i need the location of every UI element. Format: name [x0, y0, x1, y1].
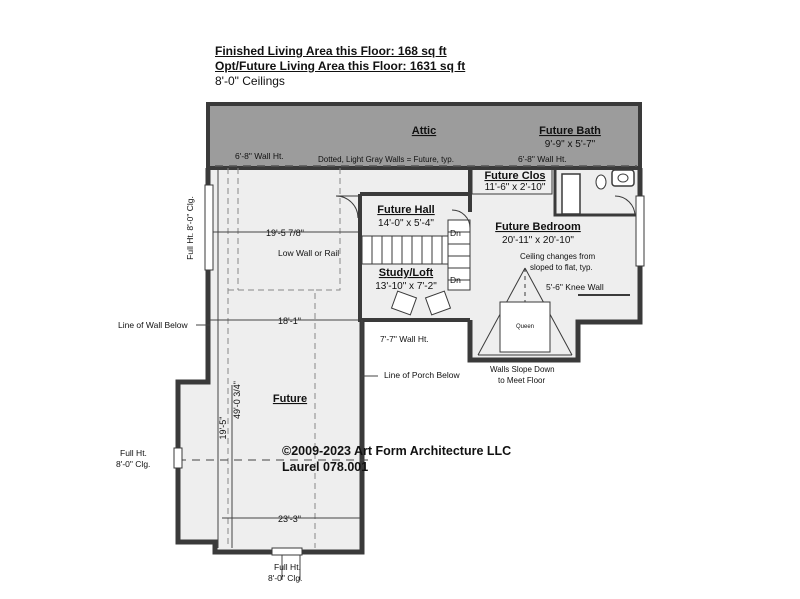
outer-wall-right: [467, 168, 643, 363]
future-hall-dim: 14'-0" x 5'-4": [378, 218, 434, 229]
dim-49-0-34: 49'-0 3/4": [232, 381, 242, 419]
bed: [499, 301, 551, 353]
sink-basin: [617, 173, 629, 183]
future-bath-dim: 9'-9" x 5'-7": [545, 139, 596, 150]
future-bedroom-label: Future Bedroom: [495, 221, 581, 233]
bath-wall: [553, 168, 637, 217]
floor-area: [178, 168, 640, 552]
wall-ht-left-label: 6'-8" Wall Ht.: [235, 151, 284, 161]
doors: [335, 195, 636, 229]
dim-19-5-78: 19'-5 7/8": [266, 228, 304, 238]
full-ht-left-line1: Full Ht.: [120, 448, 147, 458]
windows: [173, 184, 645, 556]
dimension-lines: [178, 170, 370, 580]
outer-wall: [175, 168, 365, 555]
knee-wall-label: 5'-6" Knee Wall: [546, 282, 604, 292]
copyright-line2: Laurel 078.001: [282, 460, 368, 474]
sink: [611, 169, 635, 187]
dn-label-2: Dn: [450, 275, 461, 285]
future-clos-dim: 11'-6" x 2'-10": [485, 182, 546, 193]
dim-18-1: 18'-1": [278, 316, 301, 326]
wall-ht-right-label: 6'-8" Wall Ht.: [518, 154, 567, 164]
full-ht-vertical-label: Full Ht. 8'-0" Clg.: [185, 196, 195, 260]
study-wall: [358, 194, 470, 322]
dn-label-1: Dn: [450, 228, 461, 238]
wall-ht-77-label: 7'-7" Wall Ht.: [380, 334, 429, 344]
full-ht-bottom-line1: Full Ht.: [274, 562, 301, 572]
future-hall-label: Future Hall: [377, 204, 434, 216]
attic-label: Attic: [412, 125, 436, 137]
dim-19-5: 19'-5": [218, 417, 228, 440]
dotted-note: Dotted, Light Gray Walls = Future, typ.: [318, 155, 454, 164]
full-ht-left-line2: 8'-0" Clg.: [116, 459, 150, 469]
study-loft-dim: 13'-10" x 7'-2": [375, 281, 437, 292]
bed-label: Queen: [516, 324, 534, 330]
study-chairs: [390, 290, 452, 316]
future-bath-label: Future Bath: [539, 125, 601, 137]
walls-slope-line2: to Meet Floor: [498, 376, 545, 385]
toilet: [595, 174, 607, 190]
future-area-heading: Opt/Future Living Area this Floor: 1631 …: [215, 59, 466, 73]
ceilings-note: 8'-0" Ceilings: [215, 74, 285, 88]
copyright-line1: ©2009-2023 Art Form Architecture LLC: [282, 444, 511, 458]
future-bedroom-dim: 20'-11" x 20'-10": [502, 235, 574, 246]
full-ht-bottom-line2: 8'-0" Clg.: [268, 573, 302, 583]
future-dashed-walls: [227, 168, 341, 548]
line-of-porch-label: Line of Porch Below: [384, 370, 460, 380]
future-clos-label: Future Clos: [484, 170, 545, 182]
finished-area-heading: Finished Living Area this Floor: 168 sq …: [215, 44, 447, 58]
dim-23-3: 23'-3": [278, 514, 301, 524]
ceiling-changes-line1: Ceiling changes from: [520, 252, 595, 261]
study-loft-label: Study/Loft: [379, 267, 434, 279]
future-label: Future: [273, 393, 307, 405]
ceiling-changes-line2: sloped to flat, typ.: [530, 263, 593, 272]
closet-box: [471, 167, 553, 195]
low-wall-label: Low Wall or Rail: [278, 248, 339, 258]
stair: [361, 219, 471, 291]
line-of-wall-label: Line of Wall Below: [118, 320, 188, 330]
walls-slope-line1: Walls Slope Down: [490, 365, 555, 374]
tub: [561, 173, 581, 215]
